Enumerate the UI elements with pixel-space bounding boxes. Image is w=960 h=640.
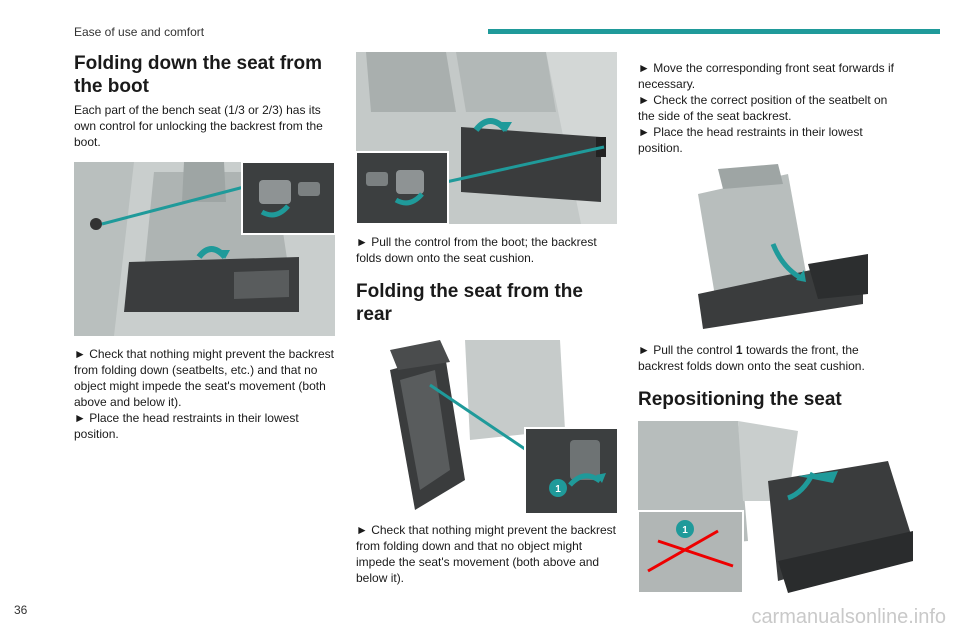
illustration-boot-control xyxy=(74,162,335,336)
step-move-front-seat: ► Move the corresponding front seat forw… xyxy=(638,61,894,91)
page-number: 36 xyxy=(14,603,28,617)
heading-fold-from-boot: Folding down the seat from the boot xyxy=(74,53,323,97)
callout-badge-1: 1 xyxy=(555,484,561,495)
intro-paragraph: Each part of the bench seat (1/3 or 2/3)… xyxy=(74,103,323,149)
column-3: ► Move the corresponding front seat forw… xyxy=(638,60,913,593)
pull-suffix: towards the front, the backrest folds do… xyxy=(638,343,865,373)
heading-fold-from-rear: Folding the seat from the rear xyxy=(356,281,583,325)
control-number: 1 xyxy=(735,343,743,357)
section-header: Ease of use and comfort xyxy=(74,25,205,39)
column-1: Folding down the seat from the boot Each… xyxy=(74,52,338,442)
header-accent-bar xyxy=(488,29,940,34)
illustration-boot-pull xyxy=(356,52,617,224)
illustration-reposition: 1 xyxy=(638,421,913,593)
boot-pull-illustration xyxy=(356,52,617,224)
rear-seat-illustration: 1 xyxy=(390,340,618,514)
pull-prefix: ► Pull the control xyxy=(638,343,736,357)
fold-forward-illustration xyxy=(698,164,868,329)
step-head-restraints: ► Place the head restraints in their low… xyxy=(74,411,299,441)
column-2: ► Pull the control from the boot; the ba… xyxy=(356,52,620,586)
step-pull-from-boot: ► Pull the control from the boot; the ba… xyxy=(356,235,597,265)
step-check-nothing: ► Check that nothing might prevent the b… xyxy=(74,347,335,409)
step-check-seatbelt: ► Check the correct position of the seat… xyxy=(638,93,888,123)
step-pull-control: ► Pull the control 1 towards the front, … xyxy=(638,342,902,374)
callout-badge-1b: 1 xyxy=(682,525,688,536)
step-check-rear: ► Check that nothing might prevent the b… xyxy=(356,523,617,585)
illustration-rear-control: 1 xyxy=(370,340,618,514)
heading-reposition-seat: Repositioning the seat xyxy=(638,389,842,410)
illustration-fold-forward xyxy=(678,164,876,334)
reposition-illustration: 1 xyxy=(638,421,913,593)
boot-seat-illustration xyxy=(74,162,335,336)
step-head-restraints-2: ► Place the head restraints in their low… xyxy=(638,125,863,155)
watermark: carmanualsonline.info xyxy=(751,606,946,628)
